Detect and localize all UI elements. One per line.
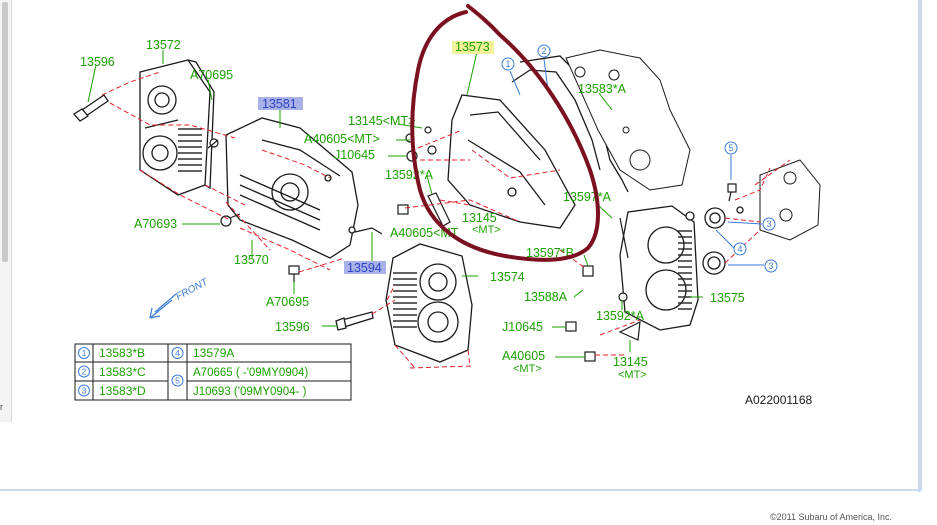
circle-leader-lines [509, 58, 764, 266]
label-13145-mid-mt[interactable]: <MT> [472, 224, 501, 236]
circle-num-5: 5 [728, 143, 733, 153]
cover-13573-drawing [447, 94, 576, 229]
diagram-id: A022001168 [745, 393, 813, 407]
label-13583a[interactable]: 13583*A [578, 82, 627, 96]
highlight-13573 [452, 41, 494, 54]
bolt-a70693-drawing [220, 213, 241, 227]
legend-circles [78, 347, 184, 397]
label-13574[interactable]: 13574 [490, 270, 525, 284]
legend-part-13583b[interactable]: 13583*B [99, 346, 145, 360]
seal-rings-drawing [685, 206, 744, 275]
legend-table [74, 343, 352, 401]
legend-num-1: 1 [82, 348, 87, 358]
label-13572[interactable]: 13572 [146, 38, 181, 52]
label-13597b[interactable]: 13597*B [526, 246, 574, 260]
label-a40605-bottom[interactable]: A40605 [502, 349, 545, 363]
label-13588a[interactable]: 13588A [524, 290, 568, 304]
label-a70693[interactable]: A70693 [134, 217, 177, 231]
circled-number-icon[interactable] [764, 259, 778, 273]
legend-num-4: 4 [175, 348, 180, 358]
label-a40605-mt[interactable]: A40605<MT> [304, 132, 380, 146]
front-arrow-icon [149, 293, 177, 319]
highlight-13594 [344, 261, 386, 274]
label-a70695-top[interactable]: A70695 [190, 68, 233, 82]
circled-number-icon[interactable] [501, 57, 515, 71]
label-a40605-bottom-mt[interactable]: <MT> [513, 363, 542, 375]
circle-num-4: 4 [737, 244, 742, 254]
label-j10645-top[interactable]: J10645 [334, 148, 375, 162]
circled-number-icon[interactable] [762, 217, 776, 231]
label-13592a-top[interactable]: 13592*A [385, 168, 434, 182]
label-13145-mid[interactable]: 13145 [462, 211, 497, 225]
highlight-13581 [258, 97, 303, 110]
bolt-a70695-top-drawing [207, 138, 219, 149]
label-13596-bottom[interactable]: 13596 [275, 320, 310, 334]
seal-13145-drawing [427, 192, 451, 227]
circle-callouts [501, 44, 778, 273]
circled-number-icon[interactable] [724, 141, 738, 155]
label-13145-bottom-mt[interactable]: <MT> [618, 369, 647, 381]
assembly-lines [101, 71, 791, 369]
label-13594[interactable]: 13594 [347, 261, 382, 275]
parts-diagram: 13572 13596 A70695 13581 13573 13145<MT>… [73, 4, 821, 407]
label-j10645-bottom[interactable]: J10645 [502, 320, 543, 334]
label-13581[interactable]: 13581 [262, 97, 297, 111]
label-13145-bottom[interactable]: 13145 [613, 355, 648, 369]
cover-13572-drawing [139, 59, 215, 196]
cover-13575-drawing [619, 205, 699, 331]
seal-13594-drawing [354, 227, 383, 235]
legend-part-j10693[interactable]: J10693 ('09MY0904- ) [193, 386, 307, 398]
diagram-frame [0, 0, 922, 491]
left-panel-edge: r [0, 0, 12, 422]
label-a70695-bottom[interactable]: A70695 [266, 295, 309, 309]
hand-drawn-annotation [410, 4, 600, 262]
legend-num-5: 5 [175, 376, 180, 386]
bolt-a40605-mid-drawing [397, 204, 409, 215]
copyright-footer: ©2011 Subaru of America, Inc. [770, 512, 893, 522]
circle-num-1: 1 [505, 59, 510, 69]
label-a40605-mid[interactable]: A40605<MT [390, 226, 459, 240]
label-13575[interactable]: 13575 [710, 291, 745, 305]
circled-number-icon[interactable] [733, 242, 747, 256]
legend-part-13583c[interactable]: 13583*C [99, 365, 146, 379]
frame-divider [918, 0, 920, 492]
engine-block-drawing [565, 49, 691, 191]
circle-num-3b: 3 [768, 261, 773, 271]
circled-number-icon[interactable] [537, 44, 551, 58]
circle-num-2: 2 [541, 46, 546, 56]
left-scrollbar[interactable] [2, 2, 8, 262]
legend-part-a70665[interactable]: A70665 ( -'09MY0904) [193, 367, 309, 379]
legend-part-13583d[interactable]: 13583*D [99, 384, 146, 398]
front-label: FRONT [174, 276, 210, 302]
legend-num-2: 2 [82, 367, 87, 377]
label-13592a-bottom[interactable]: 13592*A [596, 309, 645, 323]
cover-13574-drawing [385, 243, 473, 363]
bolt-13596-top-drawing [73, 94, 109, 122]
circle-num-3a: 3 [766, 219, 771, 229]
bolt-13596-bottom-drawing [335, 311, 374, 331]
label-13597a[interactable]: 13597*A [563, 190, 612, 204]
bolt-5-drawing [727, 183, 737, 202]
label-13596-top[interactable]: 13596 [80, 55, 115, 69]
legend-part-13579a[interactable]: 13579A [193, 346, 234, 360]
left-panel-mark: r [0, 402, 3, 412]
label-13573[interactable]: 13573 [455, 40, 490, 54]
label-13145-mt[interactable]: 13145<MT> [348, 114, 415, 128]
legend-num-3: 3 [82, 386, 87, 396]
leader-lines [87, 50, 703, 358]
label-13570[interactable]: 13570 [234, 253, 269, 267]
bolt-a70695-bottom-drawing [288, 265, 300, 282]
